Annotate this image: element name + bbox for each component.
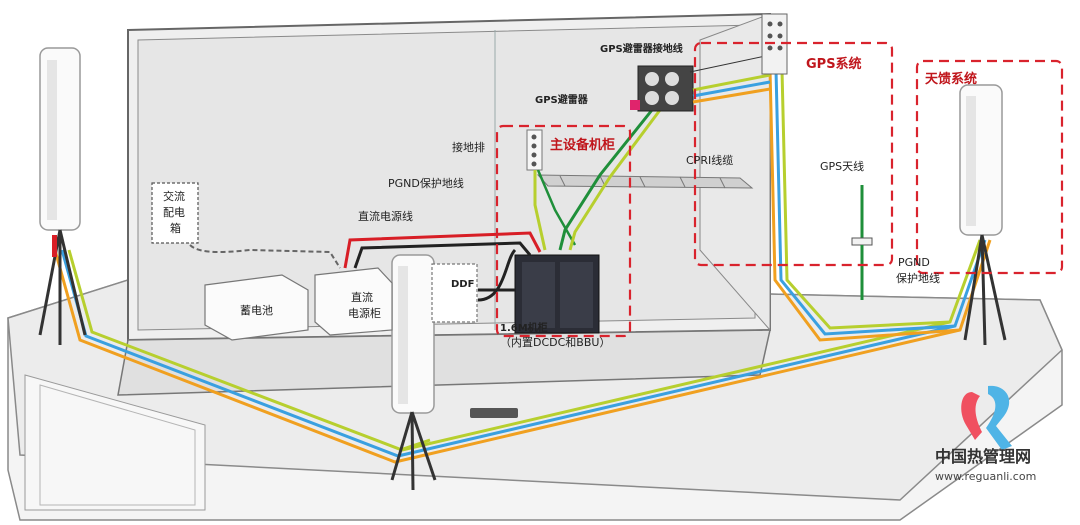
label-gps-system: GPS系统 bbox=[806, 56, 862, 72]
main-cabinet-highlight bbox=[495, 124, 632, 338]
battery-unit bbox=[204, 274, 309, 341]
label-pgnd-right-2: 保护地线 bbox=[896, 271, 940, 285]
label-dc-cabinet-1: 直流 bbox=[351, 290, 373, 304]
label-main-cabinet: 主设备机柜 bbox=[550, 137, 615, 153]
dc-power-cabinet bbox=[314, 267, 393, 336]
wall-ground-bar bbox=[526, 129, 543, 171]
label-feeder-system: 天馈系统 bbox=[925, 71, 977, 87]
feeder-system-highlight bbox=[915, 59, 1064, 275]
ac-distribution-box bbox=[151, 182, 199, 244]
label-gps-arrester-ground-wire: GPS避雷器接地线 bbox=[600, 42, 683, 55]
label-ac-box-1: 交流 bbox=[163, 189, 185, 203]
label-cabinet-1-6m: 1.6M机柜 bbox=[500, 321, 548, 334]
cable-tray bbox=[536, 174, 754, 189]
antenna-center bbox=[390, 254, 437, 491]
label-cpri-cable: CPRI线缆 bbox=[686, 153, 733, 167]
label-ground-bar: 接地排 bbox=[452, 140, 485, 154]
watermark-url: www.reguanli.com bbox=[935, 470, 1036, 483]
watermark: 中国热管理网 www.reguanli.com bbox=[935, 385, 1036, 483]
label-gps-antenna: GPS天线 bbox=[820, 159, 864, 173]
floor-ground-bar bbox=[470, 408, 518, 418]
label-gps-arrester: GPS避雷器 bbox=[535, 93, 589, 106]
label-cabinet-1-6m-note: （内置DCDC和BBU） bbox=[500, 335, 610, 349]
label-battery: 蓄电池 bbox=[240, 304, 273, 317]
watermark-name: 中国热管理网 bbox=[935, 447, 1031, 466]
label-dc-cabinet-2: 电源柜 bbox=[348, 306, 381, 320]
label-ddf: DDF bbox=[451, 279, 474, 290]
labels: GPS避雷器接地线 GPS系统 天馈系统 GPS避雷器 接地排 主设备机柜 CP… bbox=[163, 42, 977, 349]
label-dc-power-wire: 直流电源线 bbox=[358, 209, 413, 223]
gps-arrester-panel bbox=[630, 65, 694, 112]
antenna-left bbox=[38, 47, 87, 345]
label-pgnd-right-1: PGND bbox=[898, 256, 930, 269]
antenna-right bbox=[959, 84, 1007, 346]
main-cabinet-1-6m bbox=[514, 254, 600, 334]
equipment-room bbox=[117, 12, 771, 396]
watermark-logo-icon bbox=[961, 385, 1012, 450]
gps-system-highlight bbox=[693, 41, 894, 267]
label-ac-box-3: 箱 bbox=[170, 221, 181, 235]
label-ac-box-2: 配电 bbox=[163, 206, 185, 219]
gps-antenna-mast bbox=[851, 185, 873, 300]
label-pgnd-protect-wire: PGND保护地线 bbox=[388, 176, 464, 190]
highlight-boxes bbox=[495, 41, 1064, 338]
ddf-unit bbox=[431, 263, 478, 323]
